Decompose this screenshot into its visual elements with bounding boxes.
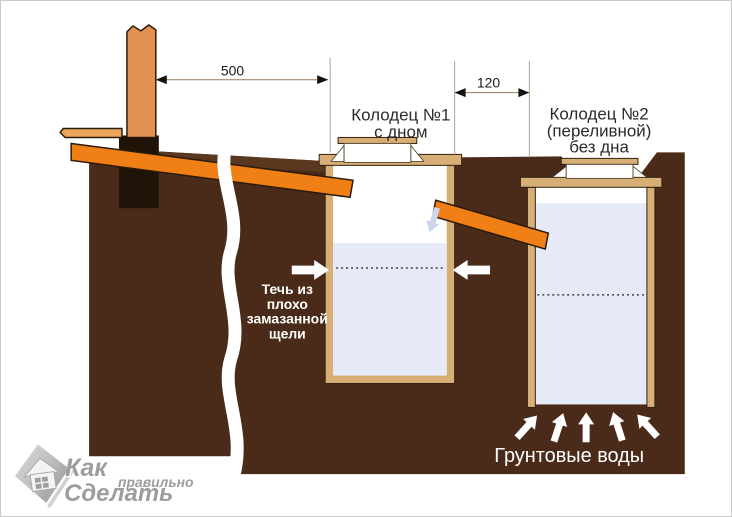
siding-board — [59, 127, 123, 139]
house-sewer-pipe — [70, 142, 354, 199]
dim120-value: 120 — [477, 75, 501, 91]
house-icon — [23, 457, 61, 493]
logo-word1-highlight: Как — [67, 456, 110, 484]
dim120-arrowhead-right — [518, 88, 530, 98]
watermark-logo: Как Как правильно правильно Сделать Сдел… — [11, 440, 196, 509]
well1-hatch — [343, 143, 412, 163]
logo-word1: Как — [65, 454, 108, 482]
leak-text-line1: Течь из — [262, 281, 313, 297]
well2-hatch-lid — [560, 157, 639, 165]
well2-label-line2: (переливной) — [547, 121, 652, 140]
well2-water — [535, 203, 647, 405]
well2-label-line1: Колодец №2 — [549, 105, 648, 124]
logo-word2: правильно — [118, 474, 194, 490]
well2-wall-right — [646, 186, 656, 408]
leak-text-line2: плохо — [267, 296, 308, 312]
groundwater-label: Грунтовые воды — [494, 445, 644, 467]
well1-label-line2: с дном — [374, 122, 427, 141]
well2-interior — [535, 187, 647, 206]
house-standpipe — [126, 23, 157, 139]
well1-water — [333, 243, 447, 376]
dimension-120: 120 — [454, 60, 530, 158]
well1-label-line1: Колодец №1 — [351, 106, 450, 125]
piping — [59, 23, 550, 250]
logo-house-diamond — [11, 440, 74, 509]
well2-label-line3: без дна — [569, 137, 629, 156]
well1 — [318, 136, 463, 385]
dimension-500: 500 — [155, 57, 331, 153]
leak-text-line4: щели — [269, 326, 306, 342]
break-line — [217, 129, 244, 484]
well2-wall-left — [526, 186, 536, 408]
watermark-text: Как Как правильно правильно Сделать Сдел… — [64, 454, 195, 508]
logo-word2-highlight: правильно — [119, 476, 195, 492]
leak-annotation: Течь из плохо замазанной щели — [247, 281, 328, 342]
well-labels: Колодец №1 с дном Колодец №2 (переливной… — [351, 105, 651, 157]
logo-word3: Сделать — [64, 480, 173, 507]
well2 — [519, 157, 663, 408]
dim500-arrowhead-left — [155, 75, 167, 85]
leak-text-line3: замазанной — [247, 311, 328, 327]
well2-hatch — [565, 163, 634, 179]
dim500-arrowhead-right — [317, 75, 329, 85]
well2-top-slab — [519, 176, 663, 188]
dim500-value: 500 — [221, 63, 245, 79]
logo-word3-highlight: Сделать — [66, 482, 175, 509]
dim120-arrowhead-left — [454, 88, 466, 98]
